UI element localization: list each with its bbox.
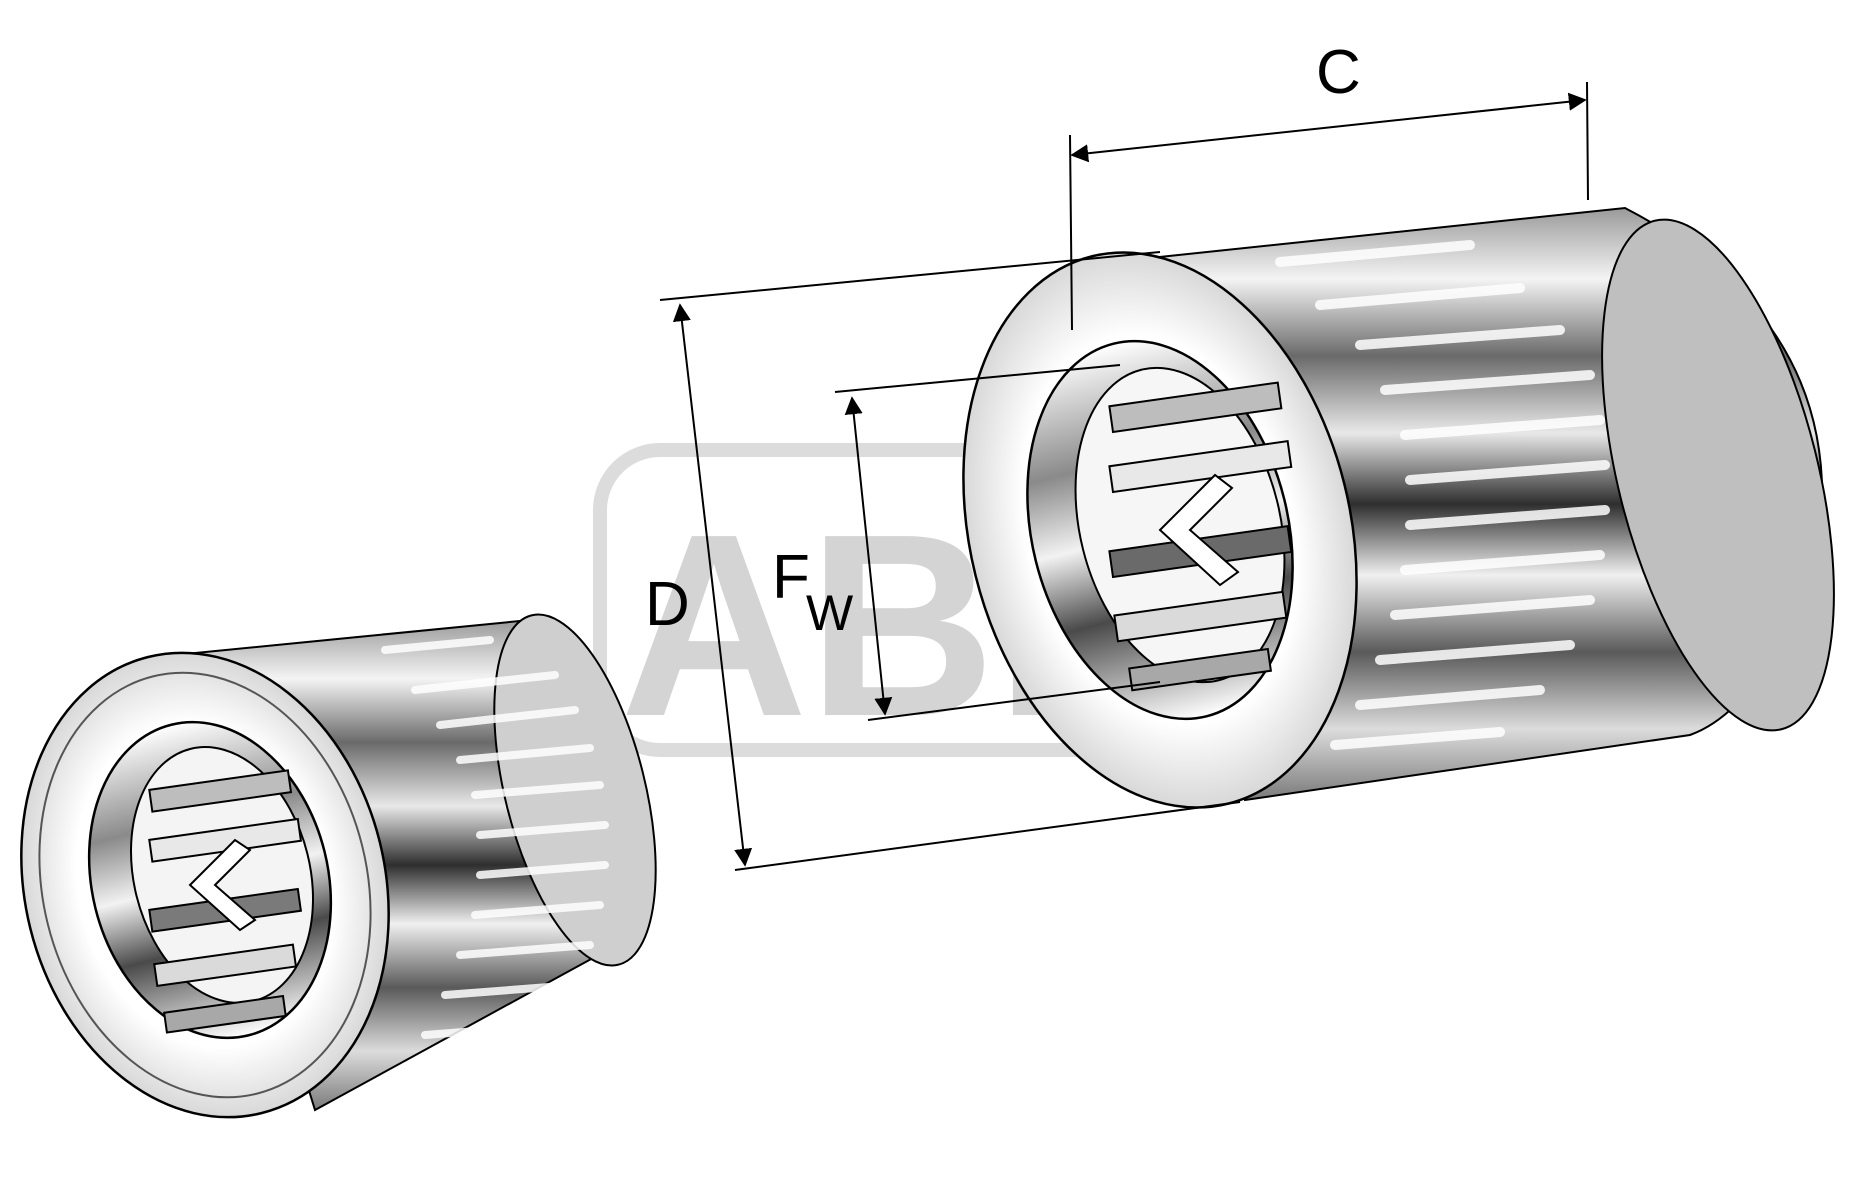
dim-d-ext-top (659, 251, 1161, 301)
bearing-small-needles (148, 769, 303, 1034)
dim-d-ext-bottom (734, 801, 1241, 871)
dimension-lines (659, 81, 1589, 871)
dim-c-line (1070, 92, 1587, 163)
dim-fw-ext-top (834, 364, 1121, 393)
dim-d-line (672, 303, 753, 867)
bearing-small (20, 613, 657, 1119)
dim-fw-line (844, 396, 893, 716)
dim-label-c: C (1316, 38, 1361, 107)
bearing-large-needles (1108, 381, 1293, 692)
bearing-small-face-rim (38, 671, 372, 1099)
dim-label-fw-main: F (772, 543, 810, 612)
bearing-large-back-edge (1601, 218, 1835, 732)
dim-c-ext-left (1069, 134, 1073, 331)
bearing-small-knurls (381, 636, 609, 1074)
dim-label-d: D (645, 570, 690, 639)
dim-c-ext-right (1586, 81, 1589, 201)
dim-fw-ext-bottom (867, 681, 1161, 721)
bearing-large (962, 206, 1835, 809)
bearing-large-knurls (1275, 240, 1610, 750)
dim-label-fw-sub: W (806, 585, 854, 641)
